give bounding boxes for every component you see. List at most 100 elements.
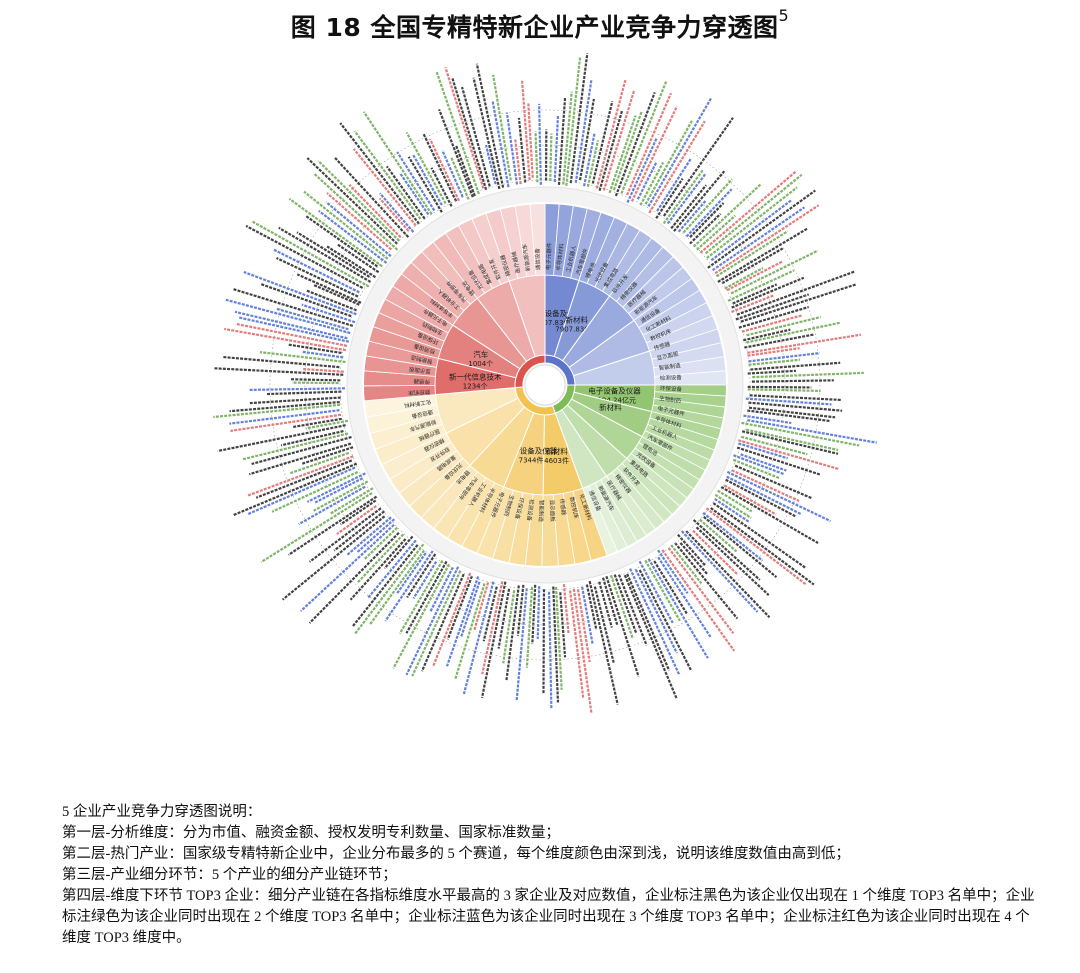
company-label-ray xyxy=(525,586,534,668)
segment-label: 智能制造 xyxy=(658,361,681,372)
company-label-ray xyxy=(581,586,594,645)
company-label-ray xyxy=(689,202,725,238)
company-label-ray xyxy=(235,322,348,347)
industry-label: 电子设备及仪器 xyxy=(505,446,558,456)
company-label-ray xyxy=(329,487,374,515)
company-label-ray xyxy=(249,396,341,405)
company-label-ray xyxy=(605,575,640,677)
company-label-ray xyxy=(300,446,354,466)
company-label-ray xyxy=(670,544,703,585)
company-label-ray xyxy=(313,480,369,512)
footnote-notes: 5 企业产业竞争力穿透图说明： 第一层-分析维度：分为市值、融资金额、授权发明专… xyxy=(62,802,1042,949)
figure-title-text: 图 18 全国专精特新企业产业竞争力穿透图 xyxy=(290,13,779,42)
company-label-ray xyxy=(303,367,344,373)
company-label-ray xyxy=(744,333,814,349)
company-label-ray xyxy=(726,260,783,292)
company-label-ray xyxy=(232,462,358,517)
industry-label: 新材料 xyxy=(566,315,589,325)
company-label-ray xyxy=(747,347,800,357)
industry-value: 7907.83亿元 xyxy=(555,325,598,334)
company-label-ray xyxy=(731,276,805,309)
company-label-ray xyxy=(747,409,831,423)
company-label-ray xyxy=(345,516,392,557)
company-label-ray xyxy=(475,63,505,188)
company-label-ray xyxy=(568,590,585,699)
company-label-ray xyxy=(237,316,350,343)
company-label-ray xyxy=(565,57,582,186)
company-label-ray xyxy=(356,518,396,554)
company-label-ray xyxy=(629,568,681,676)
figure-title: 图 18 全国专精特新企业产业竞争力穿透图5 xyxy=(0,6,1080,44)
segment-label: 数控机床 xyxy=(408,388,431,397)
company-label-ray xyxy=(353,130,422,220)
company-label-ray xyxy=(711,206,806,272)
company-label-ray xyxy=(617,574,648,646)
company-label-ray xyxy=(730,249,819,295)
company-label-ray xyxy=(644,119,694,205)
company-label-ray xyxy=(748,406,836,419)
company-label-ray xyxy=(383,535,414,570)
company-label-ray xyxy=(249,387,345,391)
company-label-ray xyxy=(657,556,712,638)
company-label-ray xyxy=(747,369,797,375)
company-label-ray xyxy=(591,100,614,184)
company-label-ray xyxy=(655,178,684,219)
company-label-ray xyxy=(405,131,447,205)
company-label-ray xyxy=(534,131,539,183)
guide-ring xyxy=(269,109,821,661)
center-hole xyxy=(524,364,566,406)
company-label-ray xyxy=(289,451,350,475)
company-label-ray xyxy=(741,314,802,333)
company-label-ray xyxy=(281,515,386,601)
company-label-ray xyxy=(626,137,658,204)
company-label-ray xyxy=(446,575,473,640)
company-label-ray xyxy=(542,589,546,694)
company-label-ray xyxy=(430,167,453,207)
company-label-ray xyxy=(731,469,800,502)
company-label-ray xyxy=(287,495,378,556)
company-label-ray xyxy=(639,161,665,206)
company-label-ray xyxy=(314,477,364,504)
company-label-ray xyxy=(472,77,501,190)
company-label-ray xyxy=(348,184,402,239)
segment-label: 传感器 xyxy=(413,377,430,386)
company-label-ray xyxy=(516,584,525,636)
company-label-ray xyxy=(306,157,398,245)
industry-value: 7344件 xyxy=(519,456,544,465)
company-label-ray xyxy=(741,421,860,447)
company-label-ray xyxy=(482,586,498,642)
company-label-ray xyxy=(673,170,726,232)
company-label-ray xyxy=(743,414,792,425)
company-label-ray xyxy=(602,89,636,191)
company-label-ray xyxy=(317,160,400,242)
company-label-ray xyxy=(461,86,491,187)
company-label-ray xyxy=(288,197,383,268)
company-label-ray xyxy=(750,361,841,371)
company-label-ray xyxy=(451,76,488,191)
company-label-ray xyxy=(255,459,353,499)
notes-line-4: 第四层-维度下环节 TOP3 企业：细分产业链在各指标维度水平最高的 3 家企业… xyxy=(62,888,1035,946)
notes-line-1: 第一层-分析维度：分为市值、融资金额、授权发明专利数量、国家标准数量； xyxy=(62,825,560,841)
company-label-ray xyxy=(229,400,340,413)
company-label-ray xyxy=(514,138,522,185)
company-label-ray xyxy=(357,533,405,583)
company-label-ray xyxy=(411,570,462,677)
company-label-ray xyxy=(305,419,349,430)
company-label-ray xyxy=(699,170,798,254)
company-label-ray xyxy=(441,150,464,198)
company-label-ray xyxy=(248,442,352,476)
industry-value: 7907.83亿元 xyxy=(534,318,577,327)
company-label-ray xyxy=(385,165,426,220)
company-label-ray xyxy=(714,493,752,519)
company-label-ray xyxy=(638,560,674,624)
company-label-ray xyxy=(306,472,366,503)
company-label-ray xyxy=(714,497,750,523)
company-label-ray xyxy=(740,453,787,472)
company-label-ray xyxy=(505,585,520,681)
industry-label: 电子设备及仪器 xyxy=(588,386,641,396)
segment-label: 新能源汽车 xyxy=(520,243,532,272)
company-label-ray xyxy=(721,247,784,285)
company-label-ray xyxy=(738,305,810,329)
industry-label: 新一代信息技术 xyxy=(449,372,502,382)
company-label-ray xyxy=(715,230,789,278)
